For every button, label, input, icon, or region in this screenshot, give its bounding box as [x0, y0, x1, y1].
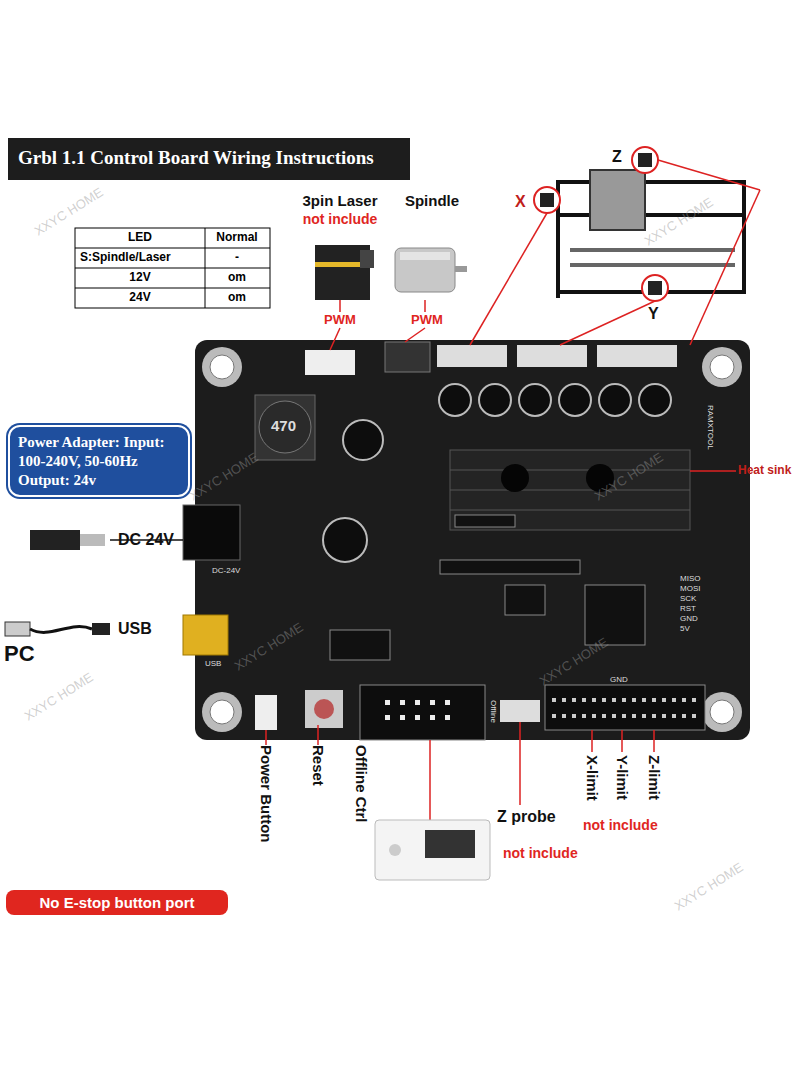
- power-jack: [30, 505, 240, 560]
- title-text: Grbl 1.1 Control Board Wiring Instructio…: [18, 148, 374, 169]
- silkscreen-text: RAMXTOOL: [705, 405, 714, 450]
- watermark: XXYC HOME: [187, 450, 261, 503]
- note-label: not include: [583, 818, 658, 833]
- control-board: [195, 340, 750, 740]
- axis-label: Y: [648, 305, 659, 323]
- silkscreen-text: Offline: [488, 700, 497, 723]
- port-label: USB: [118, 620, 152, 638]
- axis-label: Z: [612, 148, 622, 166]
- pin-label: GND: [680, 615, 698, 624]
- watermark: XXYC HOME: [642, 195, 716, 248]
- led-table: [75, 228, 270, 308]
- watermark: XXYC HOME: [232, 620, 306, 673]
- watermark: XXYC HOME: [672, 860, 746, 913]
- part-label: Heat sink: [738, 464, 791, 477]
- box-text: No E-stop button port: [12, 894, 222, 911]
- part-label: PC: [4, 642, 35, 666]
- part-label: 3pin Laser: [302, 193, 377, 210]
- warning-box: No E-stop button port: [6, 890, 228, 915]
- port-label: Z probe: [497, 808, 556, 826]
- buttons: [255, 690, 343, 730]
- port-label: DC 24V: [118, 531, 174, 549]
- note-label: not include: [303, 212, 378, 227]
- watermark: XXYC HOME: [592, 450, 666, 503]
- watermark: XXYC HOME: [537, 635, 611, 688]
- signal-label: PWM: [411, 313, 443, 327]
- mounting-holes: [202, 347, 742, 732]
- port-label: Z-limit: [645, 755, 662, 800]
- table-cell: om: [228, 271, 246, 284]
- inductor: [255, 395, 315, 460]
- silkscreen-text: 470: [271, 418, 296, 435]
- table-cell: LED: [128, 231, 152, 244]
- power-adapter-box: Power Adapter: Input: 100-240V, 50-60Hz …: [8, 425, 190, 497]
- offline-controller: [375, 820, 490, 880]
- pin-label: MISO: [680, 575, 700, 584]
- table-cell: 12V: [129, 271, 150, 284]
- table-cell: om: [228, 291, 246, 304]
- signal-label: PWM: [324, 313, 356, 327]
- port-label: Y-limit: [613, 755, 630, 800]
- part-label: Power Button: [257, 745, 274, 843]
- silkscreen-text: GND: [610, 676, 628, 685]
- table-cell: -: [235, 251, 239, 264]
- table-cell: Normal: [216, 231, 257, 244]
- heat-sink: [450, 450, 736, 530]
- leader-lines: [266, 160, 760, 820]
- part-label: Reset: [309, 745, 326, 786]
- part-label: Offline Ctrl: [352, 745, 369, 823]
- title-banner: [8, 138, 410, 180]
- axis-label: X: [515, 193, 526, 211]
- silkscreen-text: DC-24V: [212, 567, 240, 576]
- pin-label: MOSI: [680, 585, 700, 594]
- spindle-motor: [395, 248, 467, 292]
- pin-label: RST: [680, 605, 696, 614]
- pin-label: 5V: [680, 625, 690, 634]
- laser-module: [315, 245, 374, 300]
- table-cell: S:Spindle/Laser: [80, 251, 171, 264]
- watermark: XXYC HOME: [32, 185, 106, 238]
- idc-connector: [360, 685, 485, 740]
- pin-header: [500, 685, 705, 730]
- note-label: not include: [503, 846, 578, 861]
- table-cell: 24V: [129, 291, 150, 304]
- watermark: XXYC HOME: [22, 670, 96, 723]
- silkscreen-text: USB: [205, 660, 221, 669]
- stepper-connectors: [305, 342, 677, 375]
- port-label: X-limit: [583, 755, 600, 801]
- part-label: Spindle: [405, 193, 459, 210]
- pin-label: SCK: [680, 595, 696, 604]
- usb-port: [5, 615, 228, 655]
- axis-motor-markers: [534, 147, 668, 301]
- box-text: Power Adapter: Input: 100-240V, 50-60Hz …: [18, 433, 180, 489]
